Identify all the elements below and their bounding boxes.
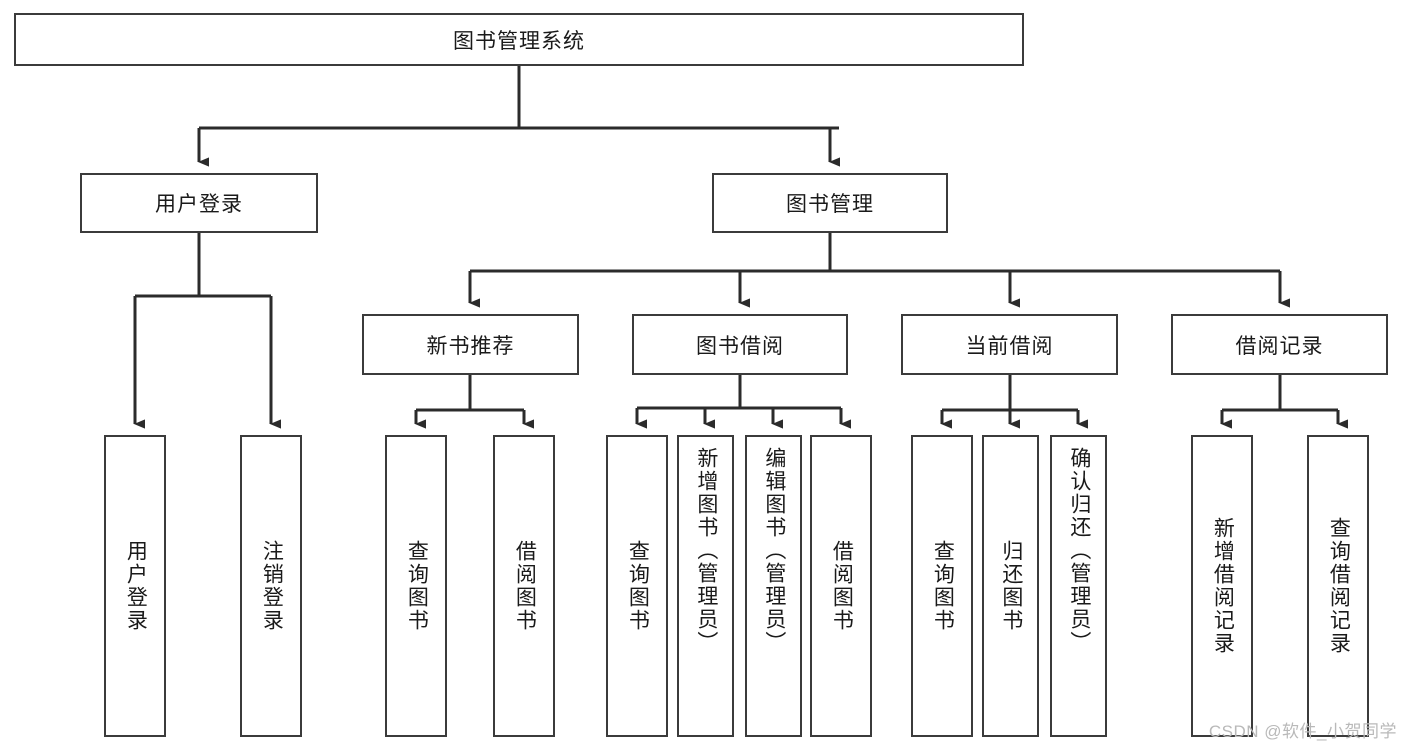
leaf-book-borrow-query-book[interactable]: 查询图书 (606, 435, 668, 737)
leaf-label: 用户登录 (124, 540, 148, 632)
leaf-current-borrow-query-book[interactable]: 查询图书 (911, 435, 973, 737)
leaf-borrow-record-query-record[interactable]: 查询借阅记录 (1307, 435, 1369, 737)
leaf-book-borrow-edit-book-admin[interactable]: 编辑图书（管理员） (745, 435, 802, 737)
node-label: 新书推荐 (426, 334, 515, 358)
leaf-user-login-login[interactable]: 用户登录 (104, 435, 166, 737)
node-root-book-management-system[interactable]: 图书管理系统 (14, 13, 1024, 66)
node-new-book-recommend[interactable]: 新书推荐 (362, 314, 579, 375)
node-book-borrow[interactable]: 图书借阅 (632, 314, 848, 375)
leaf-label: 编辑图书（管理员） (762, 447, 786, 654)
leaf-label: 借阅图书 (513, 540, 537, 632)
leaf-label: 查询图书 (931, 540, 955, 632)
node-label: 借阅记录 (1235, 334, 1324, 358)
node-label: 图书管理系统 (453, 29, 585, 53)
node-borrow-record[interactable]: 借阅记录 (1171, 314, 1388, 375)
leaf-label: 新增图书（管理员） (694, 447, 718, 654)
leaf-borrow-record-add-record[interactable]: 新增借阅记录 (1191, 435, 1253, 737)
node-label: 用户登录 (155, 193, 243, 216)
node-user-login[interactable]: 用户登录 (80, 173, 318, 233)
leaf-label: 确认归还（管理员） (1067, 447, 1091, 654)
node-label: 当前借阅 (965, 334, 1054, 358)
leaf-label: 归还图书 (999, 540, 1023, 632)
node-current-borrow[interactable]: 当前借阅 (901, 314, 1118, 375)
leaf-book-borrow-borrow-book[interactable]: 借阅图书 (810, 435, 872, 737)
leaf-new-book-borrow-book[interactable]: 借阅图书 (493, 435, 555, 737)
node-label: 图书管理 (786, 193, 874, 216)
leaf-label: 查询图书 (405, 540, 429, 632)
leaf-book-borrow-add-book-admin[interactable]: 新增图书（管理员） (677, 435, 734, 737)
csdn-watermark: CSDN @软件_小贺同学 (1208, 722, 1397, 741)
leaf-label: 借阅图书 (830, 540, 854, 632)
leaf-label: 查询借阅记录 (1327, 517, 1351, 655)
leaf-current-borrow-return-book[interactable]: 归还图书 (982, 435, 1039, 737)
leaf-label: 新增借阅记录 (1211, 517, 1235, 655)
leaf-label: 查询图书 (626, 540, 650, 632)
leaf-current-borrow-confirm-return-admin[interactable]: 确认归还（管理员） (1050, 435, 1107, 737)
leaf-label: 注销登录 (260, 540, 284, 632)
node-label: 图书借阅 (696, 334, 784, 358)
leaf-user-login-logout[interactable]: 注销登录 (240, 435, 302, 737)
leaf-new-book-query-book[interactable]: 查询图书 (385, 435, 447, 737)
node-book-management[interactable]: 图书管理 (712, 173, 948, 233)
